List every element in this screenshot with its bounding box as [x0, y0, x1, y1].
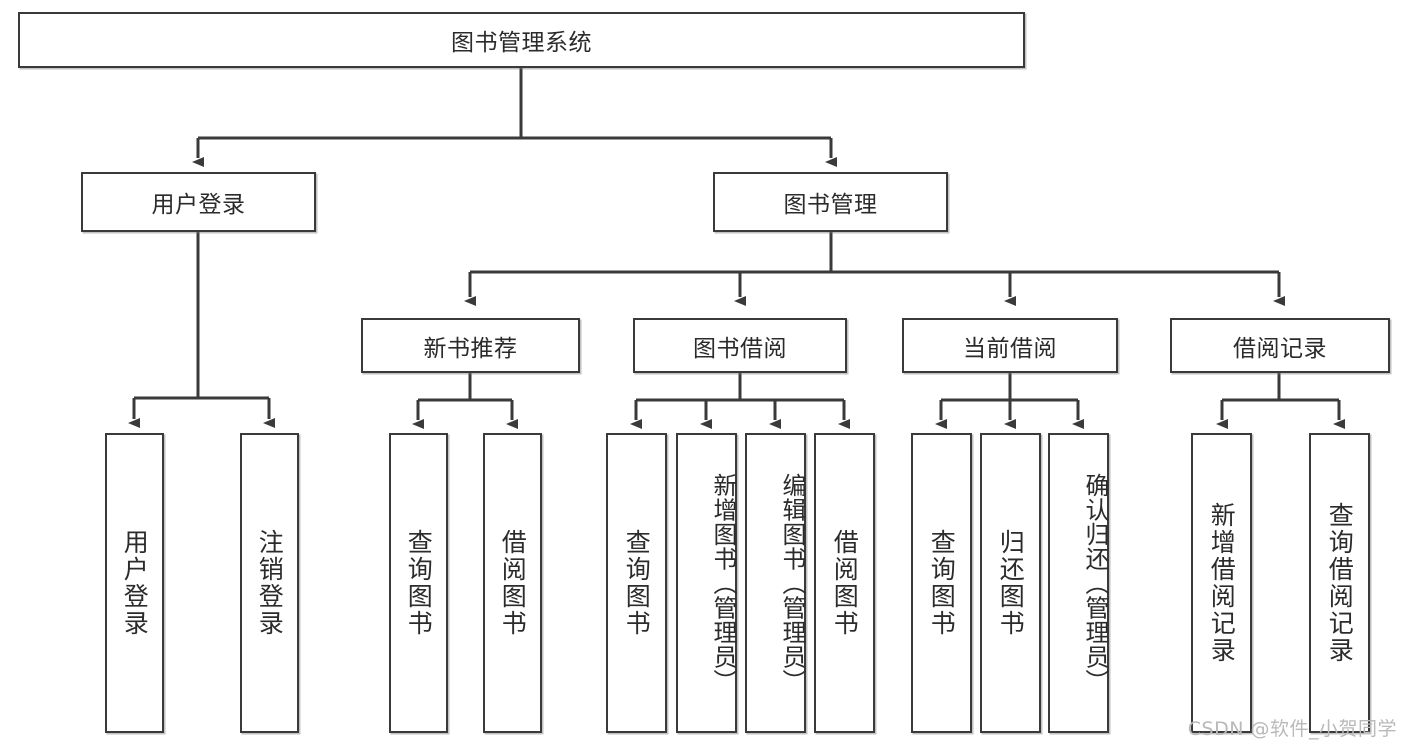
leaf-book-borrow-query-label: 查询图书 — [622, 529, 652, 637]
leaf-current-borrow-query[interactable]: 查询图书 — [911, 433, 972, 733]
leaf-book-borrow-edit-label: 编辑图书（管理员） — [778, 472, 806, 694]
node-book-management[interactable]: 图书管理 — [713, 172, 948, 232]
node-root-label: 图书管理系统 — [451, 30, 592, 56]
node-current-borrow-label: 当前借阅 — [963, 335, 1057, 362]
leaf-new-book-borrow-label: 借阅图书 — [498, 529, 528, 637]
leaf-user-login-login-label: 用户登录 — [120, 529, 150, 637]
leaf-book-borrow-edit[interactable]: 编辑图书（管理员） — [745, 433, 806, 733]
leaf-current-borrow-confirm[interactable]: 确认归还（管理员） — [1048, 433, 1109, 733]
leaf-current-borrow-return-label: 归还图书 — [996, 529, 1026, 637]
leaf-borrow-record-add-label: 新增借阅记录 — [1207, 502, 1237, 664]
leaf-borrow-record-query[interactable]: 查询借阅记录 — [1309, 433, 1370, 733]
node-borrow-record-label: 借阅记录 — [1233, 335, 1327, 362]
node-borrow-record[interactable]: 借阅记录 — [1170, 318, 1390, 373]
leaf-current-borrow-confirm-label: 确认归还（管理员） — [1081, 472, 1109, 694]
node-user-login-label: 用户登录 — [151, 192, 246, 218]
leaf-user-login-login[interactable]: 用户登录 — [105, 433, 164, 733]
node-book-management-label: 图书管理 — [783, 192, 878, 218]
node-root[interactable]: 图书管理系统 — [18, 12, 1025, 68]
leaf-book-borrow-add[interactable]: 新增图书（管理员） — [676, 433, 737, 733]
leaf-user-login-logout[interactable]: 注销登录 — [240, 433, 299, 733]
leaf-book-borrow-borrow[interactable]: 借阅图书 — [814, 433, 875, 733]
node-current-borrow[interactable]: 当前借阅 — [902, 318, 1118, 373]
node-new-book-recommend-label: 新书推荐 — [423, 335, 518, 362]
leaf-new-book-query-label: 查询图书 — [404, 529, 434, 637]
leaf-book-borrow-borrow-label: 借阅图书 — [830, 529, 860, 637]
leaf-new-book-borrow[interactable]: 借阅图书 — [483, 433, 542, 733]
leaf-borrow-record-query-label: 查询借阅记录 — [1325, 502, 1355, 664]
node-new-book-recommend[interactable]: 新书推荐 — [361, 318, 580, 373]
leaf-borrow-record-add[interactable]: 新增借阅记录 — [1191, 433, 1252, 733]
leaf-current-borrow-query-label: 查询图书 — [927, 529, 957, 637]
node-book-borrow-label: 图书借阅 — [693, 335, 787, 362]
watermark: CSDN @软件_小贺同学 — [1187, 718, 1397, 740]
leaf-book-borrow-query[interactable]: 查询图书 — [606, 433, 667, 733]
node-book-borrow[interactable]: 图书借阅 — [633, 318, 847, 373]
leaf-user-login-logout-label: 注销登录 — [255, 529, 285, 637]
leaf-new-book-query[interactable]: 查询图书 — [389, 433, 448, 733]
leaf-book-borrow-add-label: 新增图书（管理员） — [709, 472, 737, 694]
node-user-login[interactable]: 用户登录 — [81, 172, 316, 232]
leaf-current-borrow-return[interactable]: 归还图书 — [980, 433, 1041, 733]
